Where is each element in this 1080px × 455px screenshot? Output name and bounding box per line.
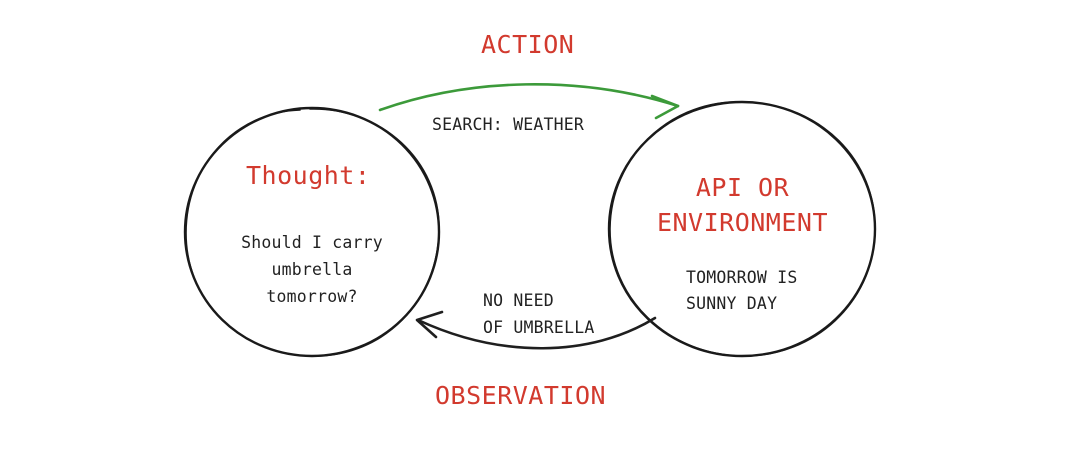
environment-result: TOMORROW IS SUNNY DAY	[686, 265, 797, 317]
environment-result-line-2: SUNNY DAY	[686, 294, 778, 313]
environment-title: API OR ENVIRONMENT	[640, 170, 845, 240]
observation-label: OBSERVATION	[435, 381, 607, 410]
environment-title-line-2: ENVIRONMENT	[656, 208, 829, 237]
environment-circle	[607, 100, 877, 358]
action-arrow	[378, 83, 680, 120]
thought-circle	[183, 106, 441, 358]
observation-detail-line-2: OF UMBRELLA	[483, 318, 595, 337]
observation-detail: NO NEED OF UMBRELLA	[483, 287, 594, 341]
environment-result-line-1: TOMORROW IS	[686, 268, 798, 287]
environment-title-line-1: API OR	[695, 173, 790, 202]
thought-question-line-1: Should I carry	[241, 233, 383, 252]
observation-detail-line-1: NO NEED	[483, 291, 554, 310]
observation-arrow	[415, 310, 657, 350]
thought-question-line-3: tomorrow?	[266, 287, 358, 306]
thought-title: Thought:	[246, 161, 371, 190]
action-label: ACTION	[481, 30, 575, 59]
action-detail: SEARCH: WEATHER	[432, 115, 585, 134]
thought-question: Should I carry umbrella tomorrow?	[222, 229, 402, 310]
thought-question-line-2: umbrella	[271, 260, 353, 279]
